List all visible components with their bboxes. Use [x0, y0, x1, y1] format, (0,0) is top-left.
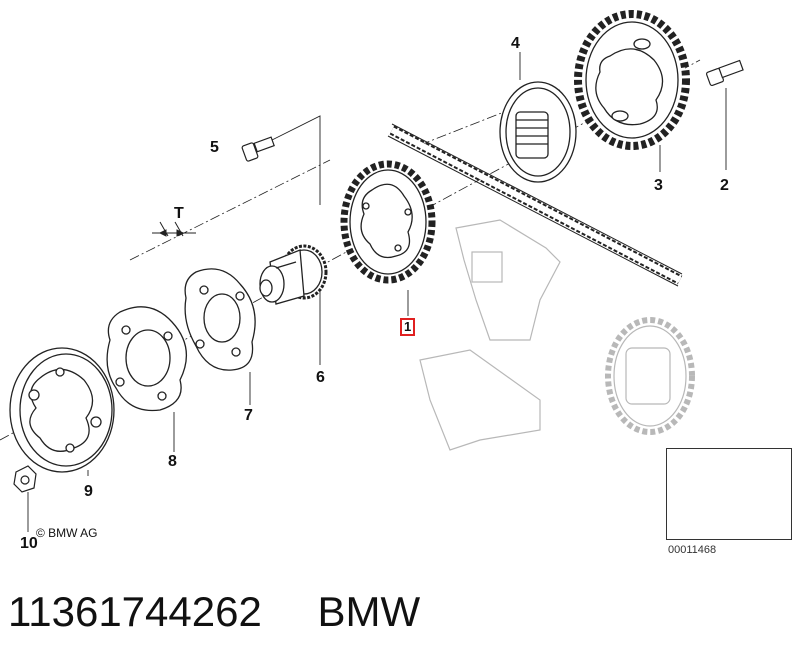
callout-7: 7	[244, 407, 253, 424]
washer-part-8	[106, 306, 187, 412]
inset-reference-code: 00011468	[668, 544, 717, 556]
flange-part-7	[184, 268, 256, 371]
copyright-notice: © BMW AG	[36, 526, 98, 540]
callout-1: 1	[400, 318, 416, 336]
callout-8: 8	[168, 453, 177, 470]
cover-plate-part-9	[9, 347, 115, 473]
vehicle-location-inset	[666, 448, 792, 540]
brand-name: BMW	[317, 588, 421, 635]
callout-9: 9	[84, 483, 93, 500]
footer-caption: 11361744262 BMW	[8, 588, 788, 648]
dimension-t-marker	[152, 221, 196, 237]
exploded-parts-diagram	[0, 10, 787, 532]
hub-part-6	[259, 244, 328, 305]
callout-5: 5	[210, 139, 219, 156]
callout-3: 3	[654, 177, 663, 194]
callout-6: 6	[316, 369, 325, 386]
callout-10: 10	[20, 535, 38, 552]
bolt-part-2	[705, 59, 744, 87]
callout-2: 2	[720, 177, 729, 194]
callout-4: 4	[511, 35, 520, 52]
bolt-part-5	[241, 136, 275, 162]
background-faded-parts	[419, 219, 695, 451]
part-number: 11361744262	[8, 588, 262, 635]
sprocket-part-1	[340, 160, 436, 284]
adapter-part-4	[499, 81, 577, 183]
timing-chain	[387, 123, 683, 287]
nut-part-10	[13, 465, 37, 493]
cam-sprocket-part-3	[574, 10, 690, 150]
callout-t-dimension: T	[174, 205, 184, 222]
